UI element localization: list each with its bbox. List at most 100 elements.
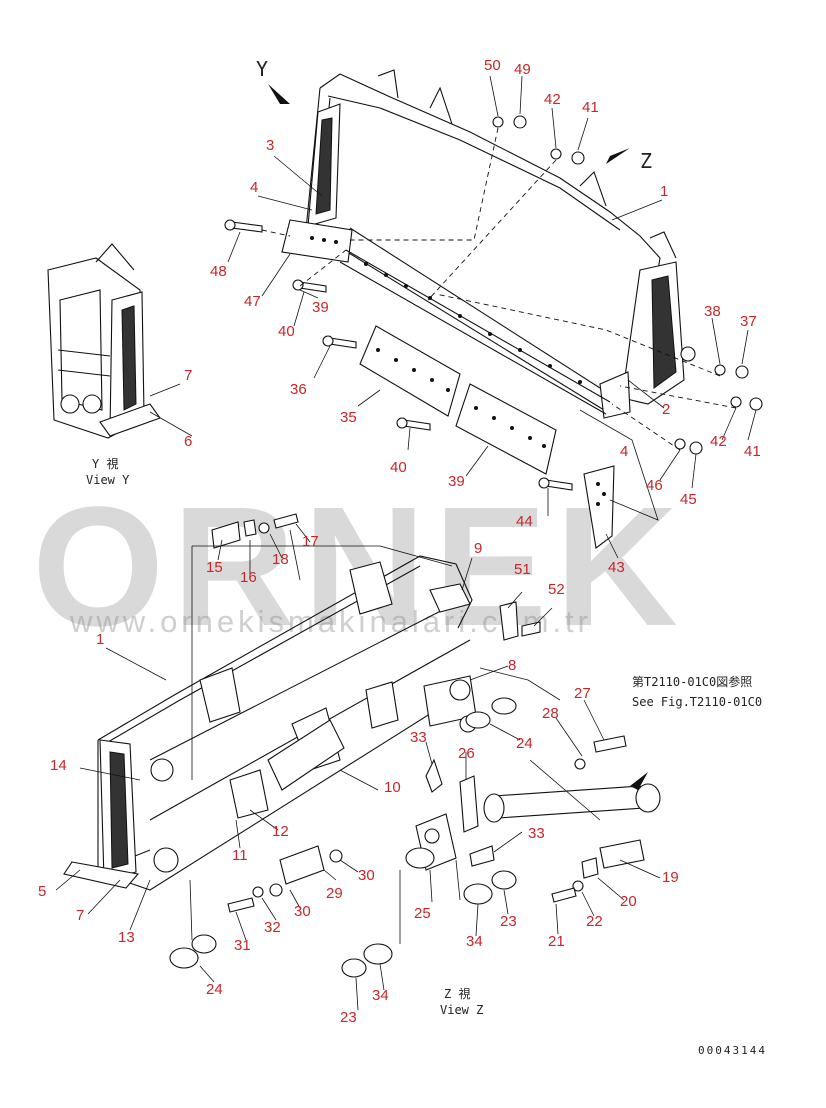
reference-note-jp: 第T2110-01C0図参照 xyxy=(632,674,752,689)
grease-fitting-33b xyxy=(469,845,495,867)
part-number: 39 xyxy=(312,299,329,316)
part-number: 2 xyxy=(662,401,670,418)
part-number: 52 xyxy=(548,581,565,598)
view-z-arrow-icon xyxy=(606,148,630,164)
part-number: 16 xyxy=(240,569,257,586)
part-number: 48 xyxy=(210,263,227,280)
washer-18 xyxy=(258,522,270,534)
grease-fitting-33 xyxy=(425,758,443,793)
washer-30 xyxy=(329,849,343,863)
plate-26 xyxy=(459,775,479,833)
view-z-caption-en: View Z xyxy=(440,1003,483,1017)
pin-19 xyxy=(599,839,645,869)
washer-34b xyxy=(363,943,393,965)
washer-46 xyxy=(674,438,686,450)
part-number: 24 xyxy=(516,735,533,752)
pin-29 xyxy=(279,845,325,885)
view-y-arrow-icon xyxy=(268,84,290,104)
part-number: 23 xyxy=(340,1009,357,1026)
part-number: 45 xyxy=(680,491,697,508)
part-number: 18 xyxy=(272,551,289,568)
part-number: 19 xyxy=(662,869,679,886)
bolt-48 xyxy=(224,219,263,233)
part-number: 4 xyxy=(250,179,258,196)
bolt-36 xyxy=(322,335,357,349)
part-number: 26 xyxy=(458,745,475,762)
washer-38 xyxy=(714,364,726,376)
part-number: 38 xyxy=(704,303,721,320)
part-number: 36 xyxy=(290,381,307,398)
part-number: 41 xyxy=(582,99,599,116)
clip-16 xyxy=(243,519,257,537)
part-number: 33 xyxy=(528,825,545,842)
bolt-31 xyxy=(227,897,255,913)
part-number: 12 xyxy=(272,823,289,840)
washer-32 xyxy=(252,886,264,898)
upper-blade-drawing xyxy=(224,69,763,549)
part-number: 10 xyxy=(384,779,401,796)
part-number: 13 xyxy=(118,929,135,946)
part-number: 8 xyxy=(508,657,516,674)
end-bit-43 xyxy=(583,465,615,549)
washer-42 xyxy=(550,148,562,160)
bolt-21 xyxy=(551,887,577,903)
part-number: 42 xyxy=(710,433,727,450)
part-number: 1 xyxy=(660,183,668,200)
washer-42b xyxy=(730,396,742,408)
link-arm-10 xyxy=(267,719,345,791)
nut-49 xyxy=(513,115,527,129)
part-number: 35 xyxy=(340,409,357,426)
part-number: 30 xyxy=(358,867,375,884)
part-number: 28 xyxy=(542,705,559,722)
part-number: 6 xyxy=(184,433,192,450)
lower-frame-drawing xyxy=(63,513,661,978)
part-number: 4 xyxy=(620,443,628,460)
bolt-39-top xyxy=(292,279,327,293)
bushing-23 xyxy=(491,870,517,890)
part-number: 23 xyxy=(500,913,517,930)
view-y-drawing xyxy=(47,243,161,439)
washer-34 xyxy=(463,883,493,905)
bushing-24-top xyxy=(465,711,491,729)
bolt-17 xyxy=(273,513,299,529)
nut-41 xyxy=(571,151,585,165)
part-number: 5 xyxy=(38,883,46,900)
part-number: 47 xyxy=(244,293,261,310)
part-number: 49 xyxy=(514,61,531,78)
view-y-letter: Y xyxy=(256,57,268,81)
part-number: 40 xyxy=(390,459,407,476)
clip-20 xyxy=(581,857,599,879)
part-number: 44 xyxy=(516,513,533,530)
cutting-edge-35 xyxy=(359,325,461,417)
part-number: 33 xyxy=(410,729,427,746)
part-number: 3 xyxy=(266,137,274,154)
bolt-27 xyxy=(593,735,627,753)
part-number: 1 xyxy=(96,631,104,648)
part-number: 34 xyxy=(466,933,483,950)
part-number: 20 xyxy=(620,893,637,910)
part-number: 11 xyxy=(232,847,248,864)
view-y-caption-en: View Y xyxy=(86,473,130,487)
part-number: 25 xyxy=(414,905,431,922)
bushing-24-bottom xyxy=(169,947,199,969)
part-number: 31 xyxy=(234,937,251,954)
part-number: 15 xyxy=(206,559,223,576)
part-number: 30 xyxy=(294,903,311,920)
washer-22 xyxy=(572,880,584,892)
nut-37 xyxy=(735,365,749,379)
part-number: 39 xyxy=(448,473,465,490)
part-number: 24 xyxy=(206,981,223,998)
nut-45 xyxy=(689,441,703,455)
drawing-number: 00043144 xyxy=(698,1044,767,1057)
pin-15 xyxy=(211,521,241,549)
view-z-letter: Z xyxy=(640,149,652,173)
part-number: 43 xyxy=(608,559,625,576)
part-number: 29 xyxy=(326,885,343,902)
cutting-edge-39 xyxy=(455,383,557,475)
part-number: 14 xyxy=(50,757,67,774)
part-number: 32 xyxy=(264,919,281,936)
watermark-brand: ORNEK xyxy=(32,472,686,662)
part-number: 40 xyxy=(278,323,295,340)
